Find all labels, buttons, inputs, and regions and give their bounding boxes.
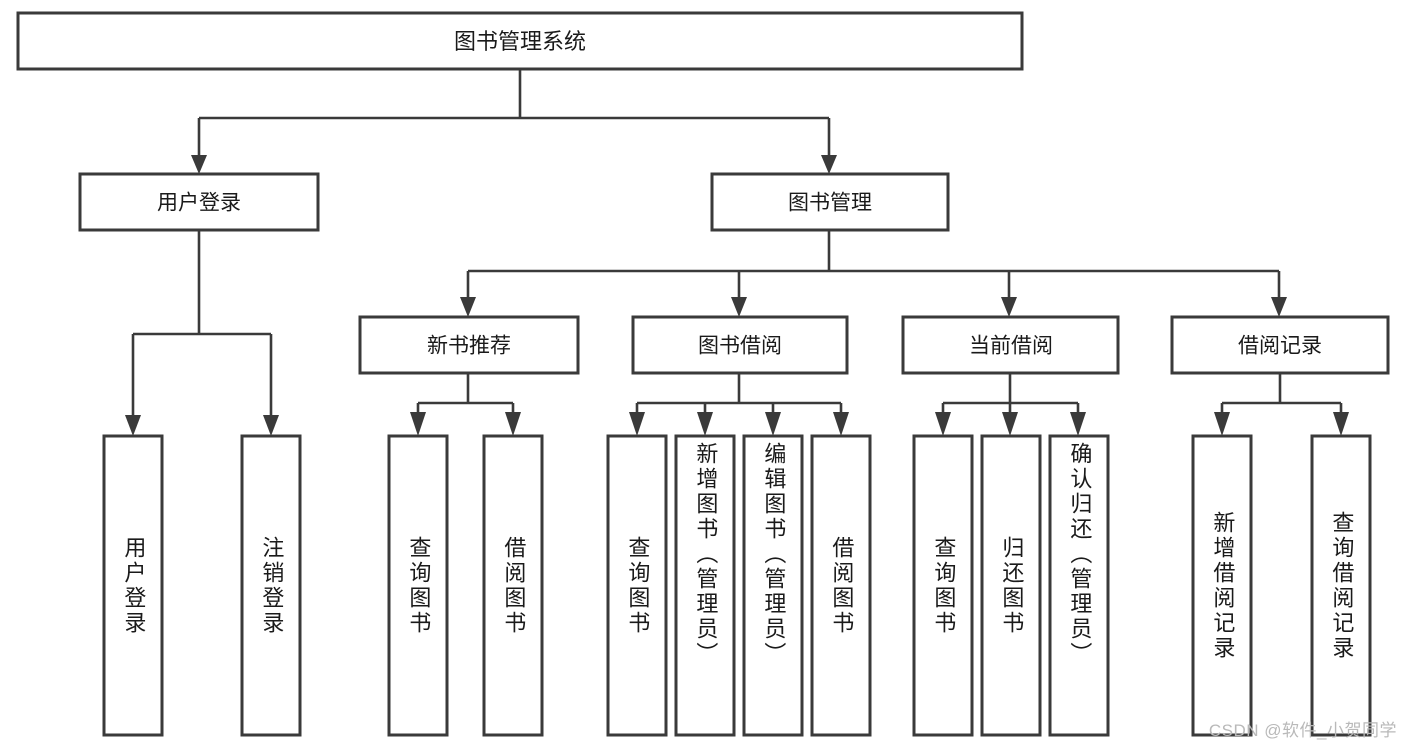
node-book-borrow[interactable]: 图书借阅 (631, 315, 849, 375)
csdn-watermark: CSDN @软件_小贺同学 (1208, 721, 1397, 740)
node-new-book-recommend-label: 新书推荐 (427, 335, 511, 358)
node-borrow-record-box[interactable] (1170, 315, 1390, 375)
leaf-box-layer (102, 434, 1372, 737)
arrow-head-icon-newbook (460, 297, 476, 317)
node-book-borrow-label: 图书借阅 (698, 335, 782, 358)
arrow-head-icon-newbook-leaf1 (410, 412, 426, 436)
node-root[interactable]: 图书管理系统 (16, 11, 1024, 71)
arrow-head-icon-record (1271, 297, 1287, 317)
node-current-borrow-box[interactable] (901, 315, 1120, 375)
arrow-head-icon-record-leaf2 (1333, 412, 1349, 436)
arrow-head-icon-current (1001, 297, 1017, 317)
arrow-head-icon-borrow-leaf3 (765, 412, 781, 436)
leaf-box-borrow-book-2[interactable] (810, 434, 872, 737)
leaf-box-query-book-2[interactable] (606, 434, 668, 737)
leaf-box-query-record[interactable] (1310, 434, 1372, 737)
arrow-head-icon-current-leaf1 (935, 412, 951, 436)
arrow-head-icon-newbook-leaf2 (505, 412, 521, 436)
leaf-box-confirm-return[interactable] (1048, 434, 1110, 737)
node-new-book-recommend-box[interactable] (358, 315, 580, 375)
node-user-login-box[interactable] (78, 172, 320, 232)
arrow-head-icon-logout-leaf (263, 415, 279, 436)
leaf-box-query-book-1[interactable] (387, 434, 449, 737)
leaf-box-edit-book-admin[interactable] (742, 434, 804, 737)
node-user-login-label: 用户登录 (157, 192, 241, 215)
arrow-head-icon-current-leaf3 (1070, 412, 1086, 436)
leaf-box-query-book-3[interactable] (912, 434, 974, 737)
node-book-management[interactable]: 图书管理 (710, 172, 950, 232)
arrow-head-icon-record-leaf1 (1214, 412, 1230, 436)
arrow-head-icon-current-leaf2 (1002, 412, 1018, 436)
arrow-head-icon-user-login-leaf (125, 415, 141, 436)
node-root-label: 图书管理系统 (454, 29, 586, 54)
arrow-head-icon-borrow-leaf4 (833, 412, 849, 436)
leaf-box-return-book[interactable] (980, 434, 1042, 737)
node-borrow-record-label: 借阅记录 (1238, 335, 1322, 358)
node-new-book-recommend[interactable]: 新书推荐 (358, 315, 580, 375)
leaf-box-borrow-book-1[interactable] (482, 434, 544, 737)
leaf-box-logout[interactable] (240, 434, 302, 737)
connector-layer (125, 69, 1349, 436)
node-current-borrow[interactable]: 当前借阅 (901, 315, 1120, 375)
node-book-management-label: 图书管理 (788, 192, 872, 215)
node-book-management-box[interactable] (710, 172, 950, 232)
leaf-box-add-record[interactable] (1191, 434, 1253, 737)
arrow-head-icon-login (191, 155, 207, 174)
arrow-head-icon-bookmgmt (821, 155, 837, 174)
arrow-head-icon-borrow-leaf2 (697, 412, 713, 436)
leaf-box-user-login[interactable] (102, 434, 164, 737)
node-current-borrow-label: 当前借阅 (969, 335, 1053, 358)
arrow-head-icon-borrow (731, 297, 747, 317)
node-user-login[interactable]: 用户登录 (78, 172, 320, 232)
leaf-box-add-book-admin[interactable] (674, 434, 736, 737)
node-borrow-record[interactable]: 借阅记录 (1170, 315, 1390, 375)
node-root-box[interactable] (16, 11, 1024, 71)
node-book-borrow-box[interactable] (631, 315, 849, 375)
arrow-head-icon-borrow-leaf1 (629, 412, 645, 436)
